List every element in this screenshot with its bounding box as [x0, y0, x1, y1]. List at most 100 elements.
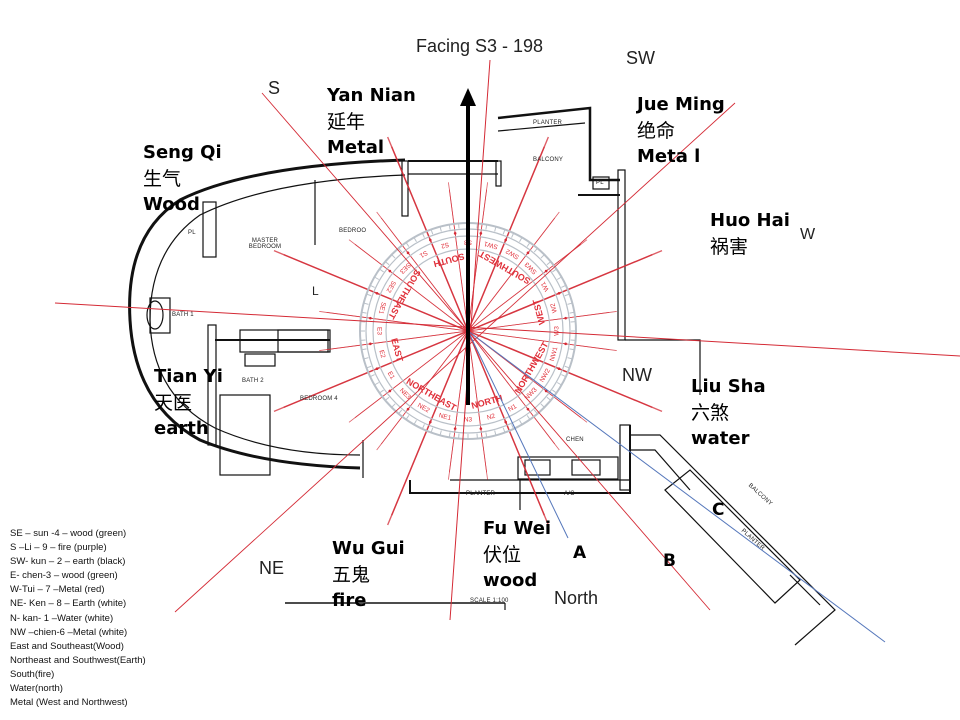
room-planter-bottom: PLANTER — [466, 491, 496, 497]
room-kitchen: CHEN — [566, 437, 584, 443]
sector-name: Huo Hai — [710, 210, 790, 231]
compass-tick — [533, 409, 538, 415]
compass-dot — [504, 238, 507, 242]
compass-tick — [363, 357, 369, 360]
compass-mountain-label: SW1 — [483, 240, 499, 251]
legend-item: NW –chien-6 –Metal (white) — [10, 626, 128, 638]
compass-dot — [526, 251, 530, 255]
compass-tick — [561, 284, 567, 288]
compass-tick — [361, 348, 367, 351]
line-c — [467, 330, 886, 643]
compass-spoke — [348, 243, 582, 423]
direction-nw: NW — [622, 365, 652, 385]
compass-mountain-label: S1 — [418, 249, 429, 259]
compass-dot — [429, 420, 432, 424]
compass-mountain-label: E1 — [386, 370, 396, 381]
compass-spoke — [319, 311, 610, 350]
compass-tick — [413, 419, 417, 425]
compass-tick — [421, 232, 425, 238]
compass-tick — [569, 348, 575, 351]
compass-spoke — [376, 217, 556, 451]
floor-plan-walls — [128, 106, 836, 646]
line-a — [467, 330, 569, 539]
compass-tick — [567, 357, 573, 360]
legend-item: Metal (West and Northwest) — [10, 697, 128, 709]
compass-dot — [375, 367, 379, 370]
sector-name: Wu Gui — [332, 538, 405, 559]
compass-tick — [511, 424, 515, 430]
compass-dot — [388, 269, 392, 273]
scale-label: SCALE 1:100 — [470, 598, 509, 604]
compass-spoke — [273, 249, 653, 408]
compass-tick — [564, 293, 570, 297]
compass-tick — [546, 396, 552, 401]
room-planter-top: PLANTER — [533, 120, 563, 126]
compass-mountain-label: N3 — [464, 417, 473, 424]
sector-chinese: 绝命 — [637, 120, 676, 142]
compass-spoke — [273, 254, 653, 413]
compass-tick — [369, 284, 375, 288]
compass-tick — [405, 242, 410, 247]
compass-tick — [552, 268, 557, 273]
compass-dot — [557, 292, 561, 295]
compass-tick — [567, 302, 573, 305]
compass-direction-label: SOUTHEAST — [386, 268, 423, 322]
sector-element: Metal — [327, 137, 385, 158]
compass-tick — [494, 430, 497, 436]
compass-tick — [519, 419, 523, 425]
compass-direction-label: SOUTH — [433, 251, 466, 269]
compass-tick — [533, 247, 538, 253]
compass-tick — [485, 224, 488, 230]
compass-tick — [502, 427, 506, 433]
compass-spoke — [319, 312, 610, 351]
compass-tick — [552, 389, 557, 394]
room-master-bedroom: MASTER BEDROOM — [248, 238, 282, 250]
direction-ne: NE — [259, 558, 285, 578]
sector-name: Jue Ming — [637, 94, 725, 115]
sector-name: Yan Nian — [327, 85, 416, 106]
legend-item: N- kan- 1 –Water (white) — [10, 612, 114, 624]
legend-item: W-Tui – 7 –Metal (red) — [10, 584, 105, 596]
compass-tick — [519, 237, 523, 243]
compass-mountain-label: W3 — [554, 326, 561, 336]
sector-element: wood — [483, 570, 538, 591]
room-pl-2: PL — [596, 180, 604, 186]
compass-tick — [526, 242, 531, 247]
sector-dividers — [54, 59, 960, 643]
compass-mountain-label: W2 — [549, 302, 558, 314]
s-divider-line — [261, 92, 711, 611]
compass-tick — [413, 237, 417, 243]
sector-chinese: 六煞 — [691, 402, 730, 424]
compass-dot — [406, 407, 410, 411]
legend-item: Water(north) — [10, 683, 63, 695]
legend: SE – sun -4 – wood (green)S –Li – 9 – fi… — [10, 527, 146, 710]
compass-tick — [398, 247, 403, 253]
compass-dot — [479, 232, 483, 235]
sw-divider-line — [174, 102, 736, 613]
compass-dot — [526, 407, 530, 411]
compass-tick — [564, 365, 570, 369]
legend-item: SW- kun – 2 – earth (black) — [10, 556, 126, 568]
compass-mountain-label: SE1 — [377, 301, 387, 315]
sector-element: earth — [154, 418, 209, 439]
compass-dot — [388, 389, 392, 393]
compass-dot — [564, 316, 567, 320]
sector-chinese: 延年 — [327, 111, 366, 133]
marker-c: C — [712, 500, 725, 520]
compass-tick — [379, 389, 384, 394]
compass-tick — [526, 415, 531, 420]
compass-mountain-label: E2 — [377, 349, 386, 359]
sector-element: fire — [332, 590, 367, 611]
sector-chinese: 生气 — [143, 168, 182, 190]
compass-direction-lines — [273, 136, 663, 526]
compass-tick — [448, 432, 451, 438]
direction-sw: SW — [626, 48, 655, 68]
facing-title: Facing S3 - 198 — [416, 36, 544, 56]
compass-tick — [379, 268, 384, 273]
